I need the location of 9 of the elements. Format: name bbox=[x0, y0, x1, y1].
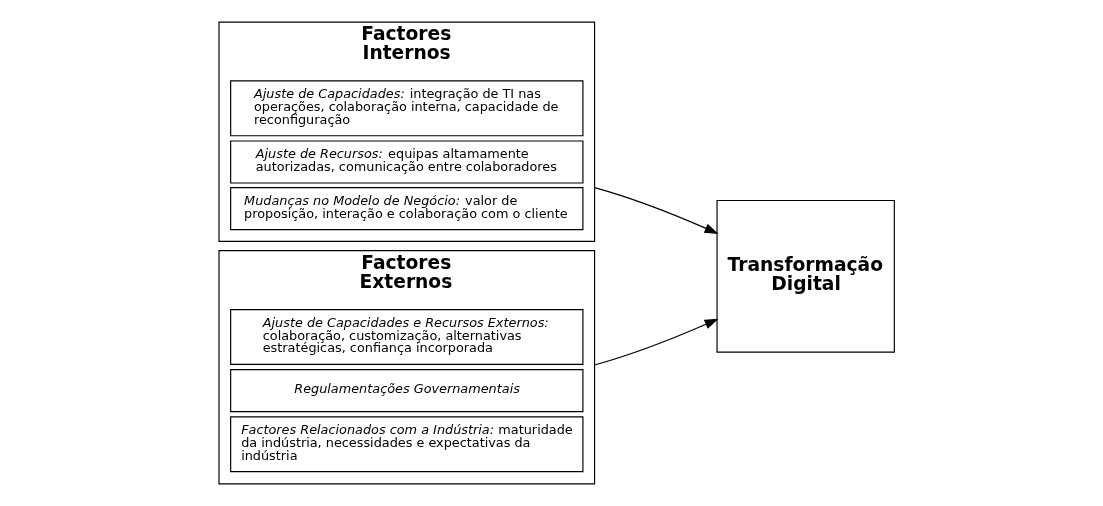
node-box: Regulamentações Governamentais bbox=[229, 369, 583, 413]
node-box: Ajuste de Capacidades: integração de TI nas operações, colaboração interna, capacidade de reconfiguração bbox=[229, 80, 583, 137]
node-box: Ajuste de Capacidades e Recursos Externos: colaboração, customização, alternativas estratégicas, confiança incorporada bbox=[229, 309, 583, 365]
node-box: Factores Relacionados com a Indústria: maturidade da indústria, necessidades e expectativas da indústria bbox=[229, 416, 583, 473]
arrow bbox=[593, 318, 719, 366]
arrow bbox=[593, 187, 719, 234]
node-box: Ajuste de Recursos: equipas altamamente autorizadas, comunicação entre colaboradores bbox=[229, 140, 583, 184]
node-box: Mudanças no Modelo de Negócio: valor de proposição, interação e colaboração com o cliente bbox=[229, 187, 583, 231]
node-box: Transformação Digital bbox=[715, 199, 895, 353]
